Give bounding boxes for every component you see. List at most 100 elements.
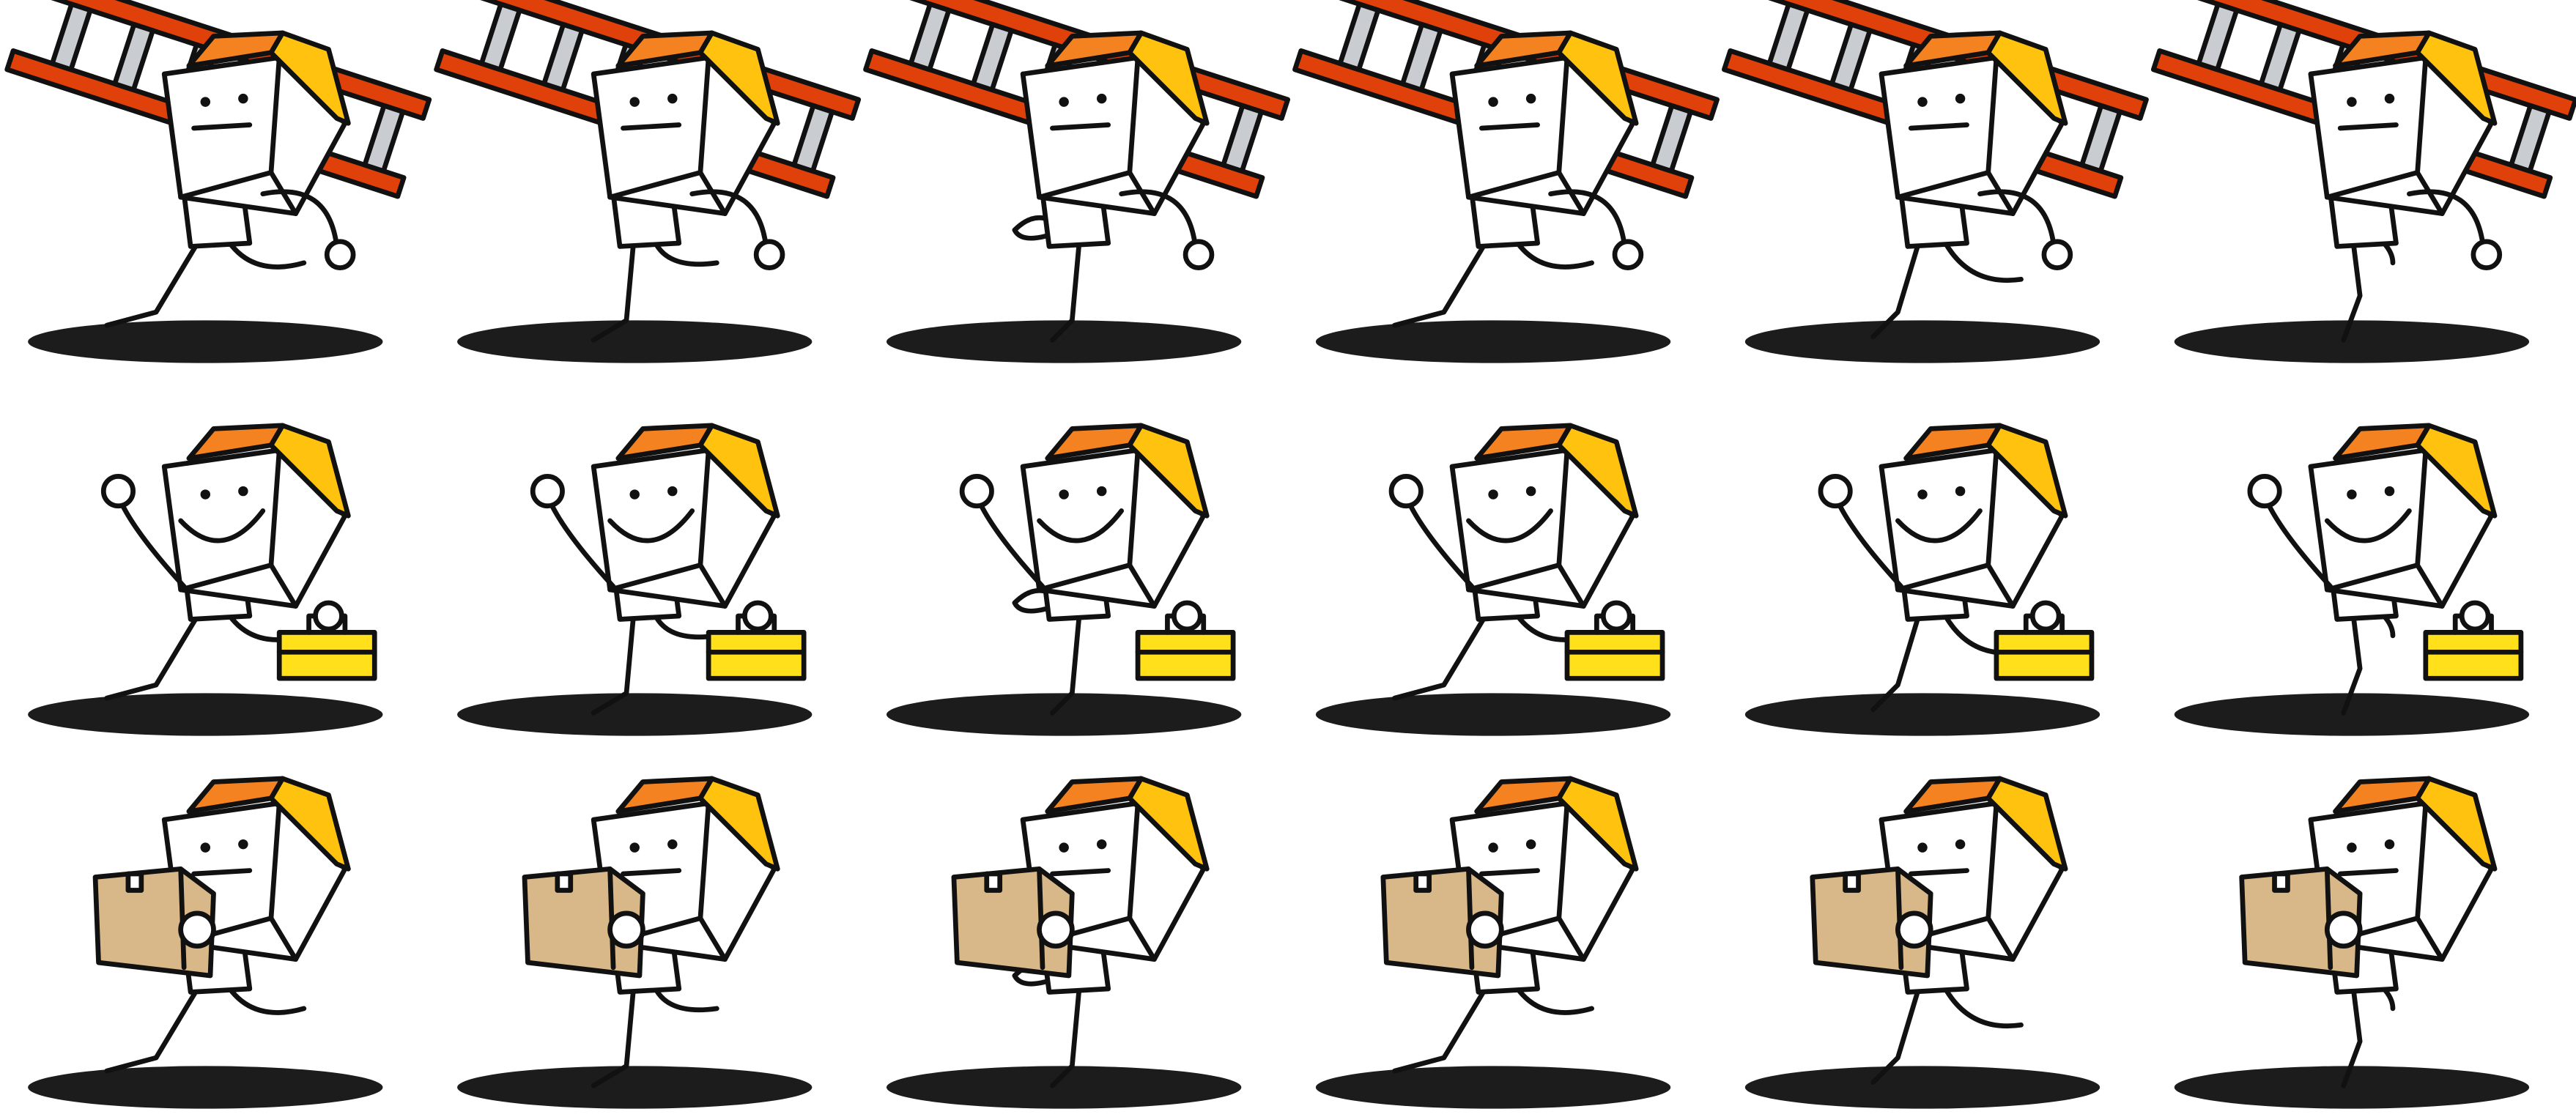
eye bbox=[200, 97, 211, 107]
shadow-ellipse bbox=[28, 320, 383, 363]
hat-side bbox=[1985, 30, 2068, 126]
eye bbox=[1096, 839, 1107, 850]
hat-side bbox=[1985, 423, 2068, 519]
eye bbox=[200, 842, 211, 853]
head-cube bbox=[591, 55, 777, 216]
shadow-ellipse bbox=[886, 693, 1242, 736]
hand bbox=[530, 474, 565, 509]
eye bbox=[1955, 93, 1966, 104]
hat-side bbox=[1556, 776, 1639, 872]
shadow-ellipse bbox=[457, 1066, 813, 1109]
hand bbox=[1037, 910, 1075, 949]
hand bbox=[1466, 910, 1504, 949]
shadow-ellipse bbox=[1744, 693, 2101, 736]
hat-side bbox=[2415, 423, 2498, 519]
leg bbox=[1392, 973, 1496, 1074]
eye bbox=[1525, 486, 1536, 497]
mouth bbox=[2324, 508, 2412, 543]
eye bbox=[1059, 97, 1069, 107]
character-sprite bbox=[434, 0, 862, 363]
leg bbox=[1870, 227, 1925, 340]
shadow-ellipse bbox=[886, 320, 1242, 363]
eye bbox=[1917, 842, 1928, 853]
eye bbox=[1955, 486, 1966, 497]
character-sprite bbox=[4, 0, 432, 363]
hat-side bbox=[1127, 776, 1210, 872]
eye bbox=[1525, 839, 1536, 850]
mouth bbox=[2337, 868, 2399, 877]
hand bbox=[313, 600, 344, 632]
eye bbox=[1059, 489, 1069, 500]
toolbox-icon bbox=[276, 600, 377, 681]
character-sprite bbox=[1722, 0, 2149, 363]
arm bbox=[1119, 189, 1198, 249]
shadow-ellipse bbox=[28, 693, 383, 736]
eye bbox=[1917, 489, 1928, 500]
head bbox=[591, 423, 780, 609]
eye bbox=[2347, 489, 2357, 500]
cardboard-box-icon bbox=[92, 866, 216, 979]
arm bbox=[1977, 189, 2057, 249]
mouth bbox=[1037, 508, 1124, 543]
head bbox=[2308, 423, 2498, 609]
mouth bbox=[1908, 122, 1969, 131]
hand bbox=[1182, 239, 1215, 270]
character-sprite bbox=[886, 423, 1242, 736]
shadow-ellipse bbox=[1315, 1066, 1671, 1109]
head-cube bbox=[1879, 448, 2065, 609]
eye bbox=[629, 97, 640, 107]
hat-side bbox=[1127, 30, 1210, 126]
shadow-ellipse bbox=[1744, 320, 2101, 363]
mouth bbox=[1895, 508, 1983, 543]
head-cube bbox=[1449, 55, 1636, 216]
hat-side bbox=[1985, 776, 2068, 872]
eye bbox=[200, 489, 211, 500]
toolbox-icon bbox=[1564, 600, 1665, 681]
toolbox-icon bbox=[706, 600, 807, 681]
eye bbox=[667, 839, 678, 850]
character-sprite bbox=[457, 776, 813, 1109]
shadow-ellipse bbox=[2174, 1066, 2530, 1109]
hand bbox=[2324, 910, 2363, 949]
eye bbox=[1525, 93, 1536, 104]
head-cube bbox=[1879, 55, 2065, 216]
character-sprite bbox=[1315, 423, 1671, 736]
hat-side bbox=[1556, 423, 1639, 519]
toolbox-icon bbox=[1994, 600, 2095, 681]
mouth bbox=[621, 868, 682, 877]
leg bbox=[1870, 973, 1925, 1086]
head bbox=[1449, 423, 1639, 609]
head bbox=[1879, 423, 2068, 609]
hat-side bbox=[697, 423, 780, 519]
eye bbox=[1488, 842, 1498, 853]
mouth bbox=[1479, 122, 1540, 131]
leg bbox=[1050, 973, 1083, 1088]
shadow-ellipse bbox=[886, 1066, 1242, 1109]
mouth bbox=[191, 122, 253, 131]
eye bbox=[629, 489, 640, 500]
character-sprite bbox=[28, 423, 383, 736]
eye bbox=[2384, 839, 2395, 850]
hat-side bbox=[2415, 776, 2498, 872]
head bbox=[161, 423, 351, 609]
leg bbox=[591, 600, 637, 716]
mouth bbox=[621, 122, 682, 131]
eye bbox=[1059, 842, 1069, 853]
character-sprite bbox=[2150, 0, 2576, 363]
head bbox=[1020, 423, 1210, 609]
character-sprite bbox=[886, 776, 1242, 1109]
leg bbox=[1050, 600, 1083, 716]
eye bbox=[1488, 97, 1498, 107]
head bbox=[1020, 30, 1210, 216]
leg bbox=[2341, 227, 2363, 343]
hat-side bbox=[2415, 30, 2498, 126]
hand bbox=[1388, 474, 1424, 509]
hand bbox=[2247, 474, 2282, 509]
character-sprite bbox=[2174, 423, 2530, 736]
shadow-ellipse bbox=[2174, 320, 2530, 363]
hat-side bbox=[1556, 30, 1639, 126]
hand bbox=[2459, 600, 2491, 632]
hat-side bbox=[268, 30, 351, 126]
eye bbox=[1917, 97, 1928, 107]
